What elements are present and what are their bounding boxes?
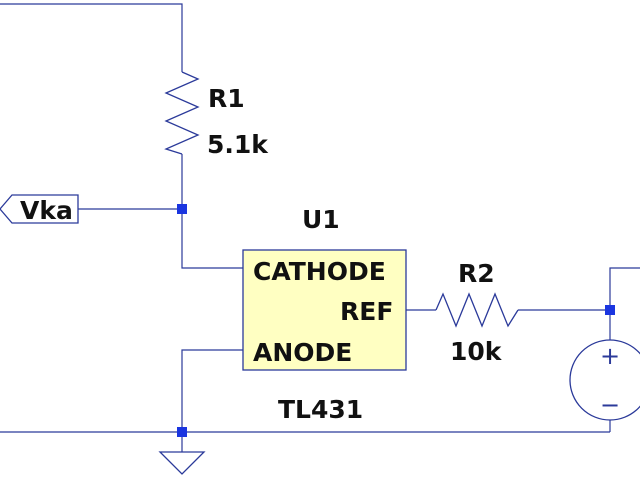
u1-tl431-body[interactable] bbox=[242, 249, 407, 371]
r1-value-label: 5.1k bbox=[207, 130, 269, 159]
resistor-icon bbox=[435, 292, 519, 328]
u1-pin-ref: REF bbox=[340, 297, 393, 326]
r2-ref-label: R2 bbox=[458, 259, 495, 288]
wire-right-top[interactable] bbox=[609, 267, 640, 310]
ground[interactable] bbox=[158, 451, 206, 475]
wire-r1-to-cathode[interactable] bbox=[181, 154, 243, 269]
source-plus-sign: + bbox=[600, 342, 620, 370]
u1-ref-label: U1 bbox=[302, 205, 340, 234]
junction-vka bbox=[177, 204, 187, 214]
u1-pin-anode: ANODE bbox=[253, 338, 352, 367]
net-label-vka-text: Vka bbox=[20, 196, 73, 225]
r2-value-label: 10k bbox=[450, 337, 503, 366]
source-minus-sign: − bbox=[600, 391, 620, 419]
resistor-icon bbox=[164, 71, 200, 155]
resistor-r1[interactable] bbox=[164, 71, 200, 155]
junction-ground bbox=[177, 427, 187, 437]
u1-part-label: TL431 bbox=[278, 395, 363, 424]
wire-top[interactable] bbox=[0, 3, 183, 72]
voltage-source[interactable]: + − bbox=[569, 339, 640, 421]
junction-ref bbox=[605, 305, 615, 315]
voltage-source-icon bbox=[569, 339, 640, 421]
wire-anode[interactable] bbox=[181, 349, 243, 432]
net-label-vka[interactable] bbox=[0, 194, 79, 224]
r1-ref-label: R1 bbox=[208, 84, 245, 113]
resistor-r2[interactable] bbox=[435, 292, 519, 328]
net-label-flag-icon bbox=[0, 194, 79, 224]
u1-pin-cathode: CATHODE bbox=[253, 257, 386, 286]
ground-icon bbox=[158, 451, 206, 475]
